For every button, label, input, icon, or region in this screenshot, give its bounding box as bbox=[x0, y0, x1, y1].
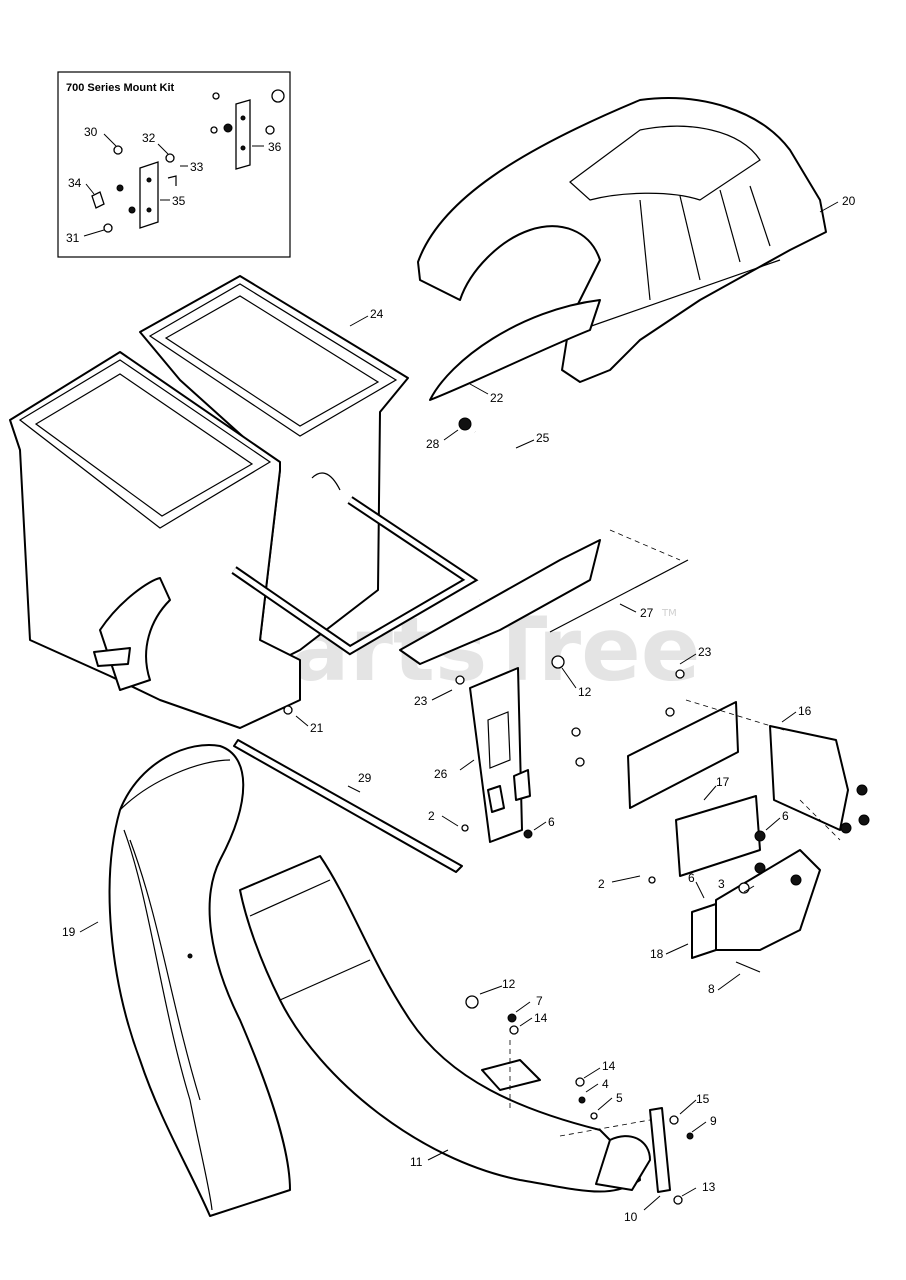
label-6b: 6 bbox=[548, 815, 555, 829]
label-23b: 23 bbox=[414, 694, 428, 708]
label-14b: 14 bbox=[602, 1059, 616, 1073]
label-7: 7 bbox=[536, 994, 543, 1008]
bags-24 bbox=[9, 275, 409, 729]
label-6c: 6 bbox=[688, 871, 695, 885]
bar-29 bbox=[233, 739, 463, 873]
label-12b: 12 bbox=[502, 977, 516, 991]
nut-12-bottom bbox=[465, 995, 479, 1009]
mount-kit-box: 700 Series Mount Kit bbox=[57, 71, 291, 258]
rod-27 bbox=[549, 559, 689, 633]
label-16: 16 bbox=[798, 704, 812, 718]
chute-11 bbox=[187, 855, 694, 1205]
leader-lines bbox=[79, 201, 839, 1211]
label-11: 11 bbox=[410, 1155, 423, 1169]
label-22: 22 bbox=[490, 391, 504, 405]
label-9: 9 bbox=[710, 1114, 717, 1128]
kit-screw-31 bbox=[103, 223, 113, 233]
label-35: 35 bbox=[172, 194, 186, 208]
label-2b: 2 bbox=[598, 877, 605, 891]
label-29: 29 bbox=[358, 771, 372, 785]
knob-28 bbox=[458, 417, 472, 431]
label-26: 26 bbox=[434, 767, 448, 781]
label-5: 5 bbox=[616, 1091, 623, 1105]
kit-nut-32 bbox=[165, 153, 175, 163]
label-14a: 14 bbox=[534, 1011, 548, 1025]
chute-19 bbox=[108, 744, 291, 1217]
mount-plate-26 bbox=[455, 655, 565, 843]
label-27: 27 bbox=[640, 606, 654, 620]
brackets bbox=[571, 669, 870, 973]
callout-labels: 30 32 33 34 35 36 31 20 24 22 28 25 27 2… bbox=[62, 125, 856, 1224]
kit-bracket-36 bbox=[235, 99, 251, 170]
label-34: 34 bbox=[68, 176, 82, 190]
label-4: 4 bbox=[602, 1077, 609, 1091]
label-31: 31 bbox=[66, 231, 80, 245]
kit-bolt-30 bbox=[113, 145, 123, 155]
label-32: 32 bbox=[142, 131, 156, 145]
label-2a: 2 bbox=[428, 809, 435, 823]
label-18: 18 bbox=[650, 947, 664, 961]
nut-12-top bbox=[551, 655, 565, 669]
label-3: 3 bbox=[718, 877, 725, 891]
kit-bracket-35 bbox=[139, 161, 159, 229]
label-6a: 6 bbox=[782, 809, 789, 823]
label-13: 13 bbox=[702, 1180, 716, 1194]
label-25: 25 bbox=[536, 431, 550, 445]
label-8: 8 bbox=[708, 982, 715, 996]
label-12a: 12 bbox=[578, 685, 592, 699]
label-28: 28 bbox=[426, 437, 440, 451]
label-19: 19 bbox=[62, 925, 76, 939]
link-10 bbox=[649, 1107, 671, 1193]
label-10: 10 bbox=[624, 1210, 638, 1224]
label-36: 36 bbox=[268, 140, 282, 154]
frame-25 bbox=[231, 417, 601, 665]
label-24: 24 bbox=[370, 307, 384, 321]
kit-knob-34 bbox=[91, 191, 105, 209]
label-17: 17 bbox=[716, 775, 730, 789]
kit-clip-33 bbox=[167, 175, 177, 186]
deflector-22 bbox=[429, 299, 601, 401]
label-15: 15 bbox=[696, 1092, 710, 1106]
label-33: 33 bbox=[190, 160, 204, 174]
label-30: 30 bbox=[84, 125, 98, 139]
label-21: 21 bbox=[310, 721, 324, 735]
label-20: 20 bbox=[842, 194, 856, 208]
mount-kit-title: 700 Series Mount Kit bbox=[66, 82, 175, 94]
latch-21 bbox=[283, 705, 293, 715]
label-23a: 23 bbox=[698, 645, 712, 659]
watermark-trademark: TM bbox=[661, 608, 677, 619]
bagger-cover bbox=[417, 97, 827, 383]
